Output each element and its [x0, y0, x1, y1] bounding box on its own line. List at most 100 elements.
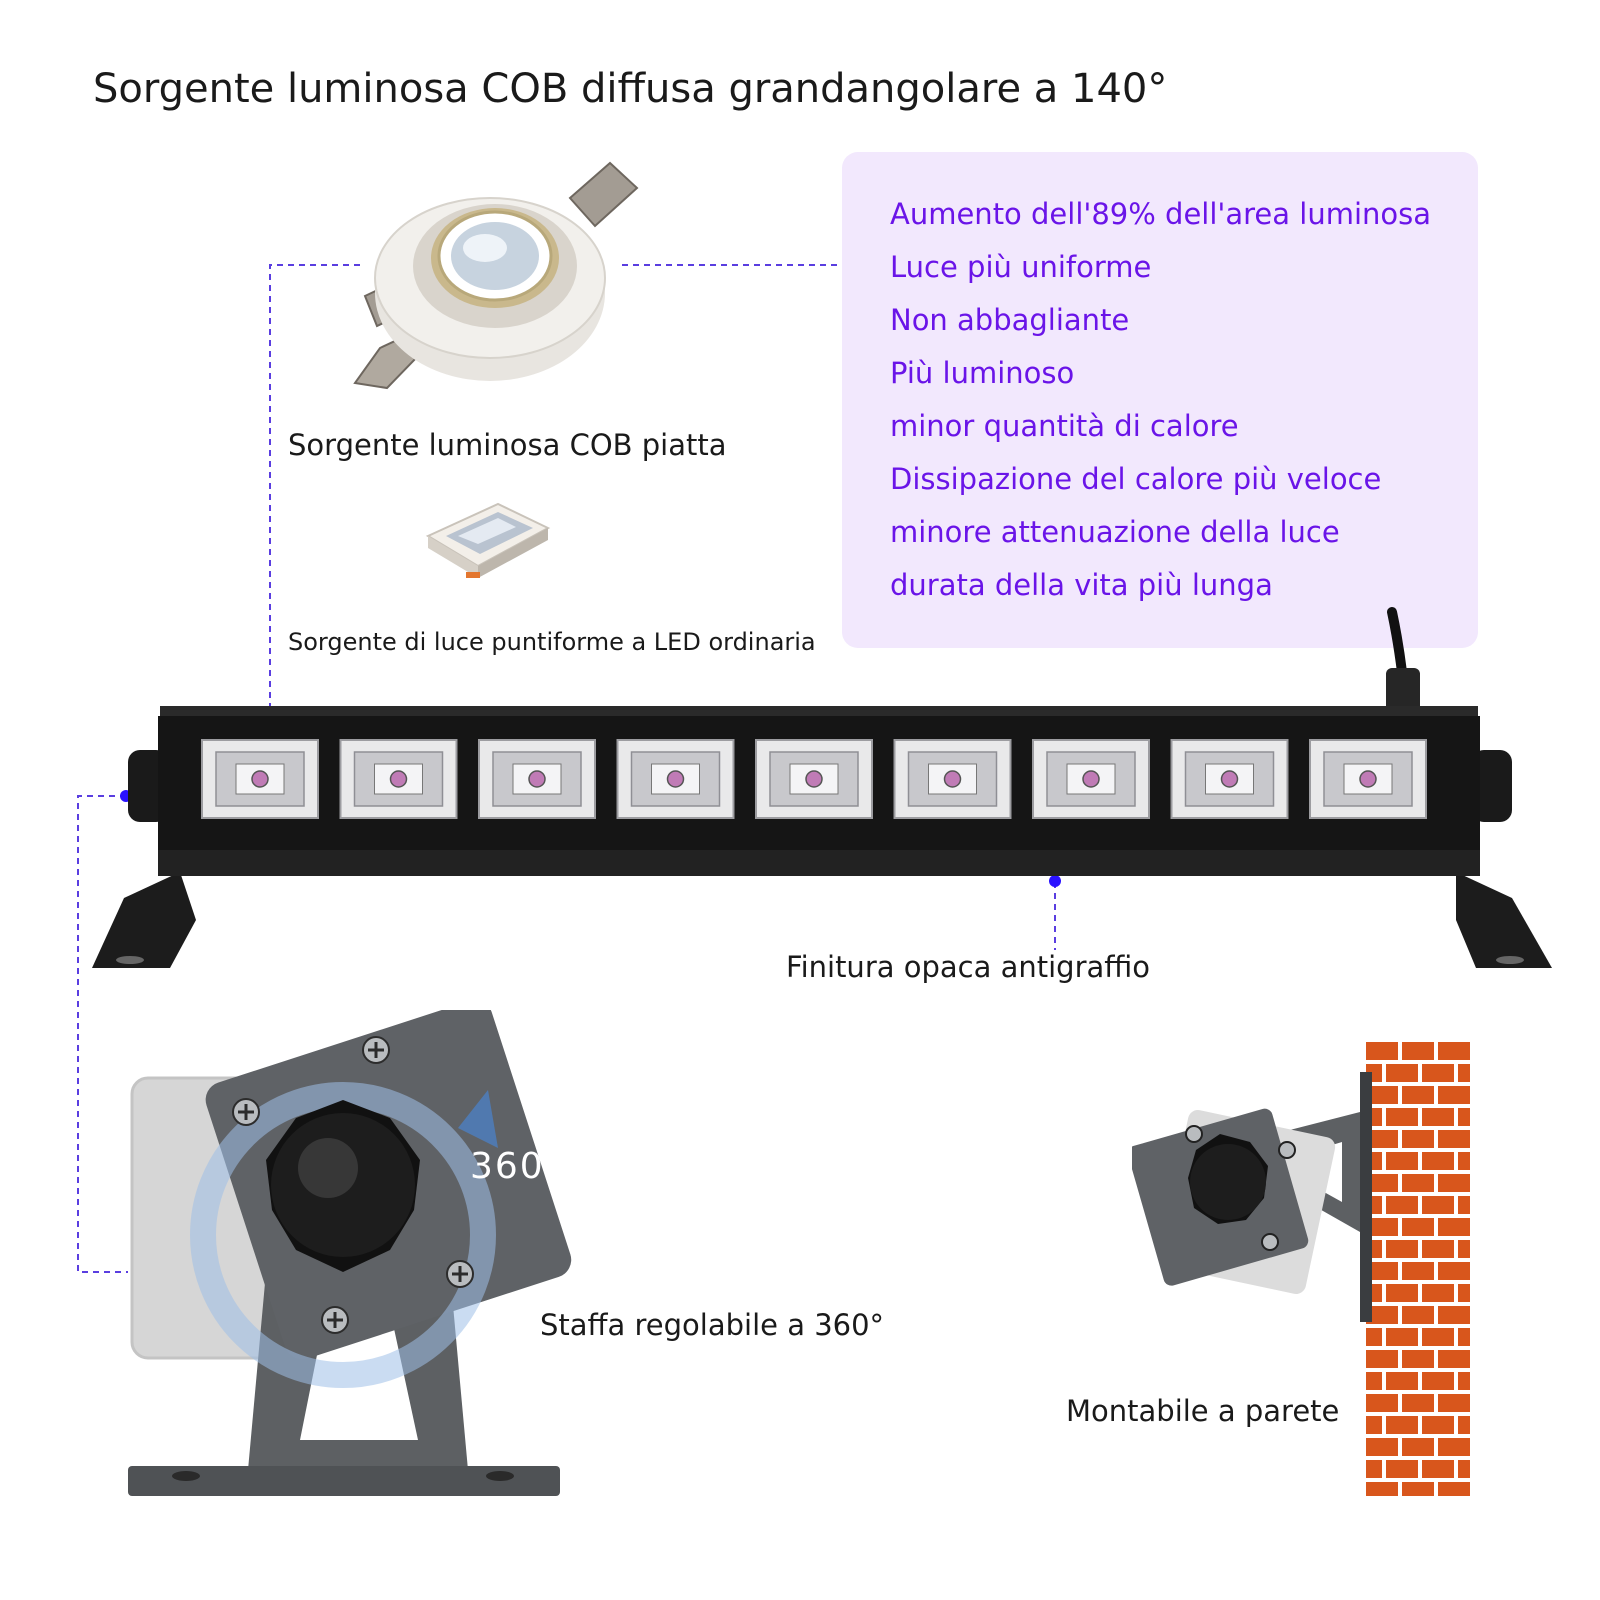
brick: [1366, 1482, 1398, 1496]
brick: [1402, 1174, 1434, 1192]
brick: [1422, 1064, 1454, 1082]
feature-item: Luce più uniforme: [890, 250, 1152, 284]
brick: [1458, 1372, 1470, 1390]
brick: [1386, 1460, 1418, 1478]
brick: [1458, 1460, 1470, 1478]
brick: [1366, 1460, 1382, 1478]
cob-chip-image: [353, 161, 639, 390]
brick: [1422, 1372, 1454, 1390]
brick: [1438, 1306, 1470, 1324]
brick: [1386, 1416, 1418, 1434]
brick: [1402, 1482, 1434, 1496]
feature-item: Aumento dell'89% dell'area luminosa: [890, 197, 1432, 231]
brick: [1458, 1328, 1470, 1346]
led-cell: [1309, 739, 1427, 819]
brick: [1402, 1394, 1434, 1412]
brick: [1386, 1152, 1418, 1170]
brick: [1366, 1262, 1398, 1280]
brick: [1438, 1130, 1470, 1148]
feature-item: minore attenuazione della luce: [890, 515, 1340, 549]
brick: [1438, 1174, 1470, 1192]
brick: [1366, 1130, 1398, 1148]
led-cell: [1170, 739, 1289, 819]
led-cell: [893, 739, 1012, 819]
brick: [1422, 1460, 1454, 1478]
led-chip-image: [425, 502, 551, 578]
brick: [1458, 1152, 1470, 1170]
brick: [1386, 1328, 1418, 1346]
brick: [1438, 1042, 1470, 1060]
brick: [1438, 1262, 1470, 1280]
brick: [1366, 1350, 1398, 1368]
brick: [1438, 1438, 1470, 1456]
bracket-image: [128, 1010, 572, 1496]
brick: [1386, 1372, 1418, 1390]
brick: [1386, 1064, 1418, 1082]
brick: [1422, 1152, 1454, 1170]
led-cell: [1032, 739, 1150, 819]
brick: [1402, 1262, 1434, 1280]
brick: [1366, 1174, 1398, 1192]
brick: [1402, 1130, 1434, 1148]
page-title: Sorgente luminosa COB diffusa grandangol…: [93, 66, 1168, 112]
brick: [1458, 1196, 1470, 1214]
cob-label: Sorgente luminosa COB piatta: [288, 428, 727, 462]
brick: [1422, 1416, 1454, 1434]
brick: [1422, 1240, 1454, 1258]
led-label: Sorgente di luce puntiforme a LED ordina…: [288, 628, 816, 656]
brick: [1366, 1306, 1398, 1324]
brick: [1366, 1328, 1382, 1346]
feature-item: minor quantità di calore: [890, 409, 1239, 443]
brick: [1438, 1086, 1470, 1104]
brick: [1458, 1064, 1470, 1082]
finish-label: Finitura opaca antigraffio: [786, 950, 1151, 984]
feature-list: Aumento dell'89% dell'area luminosa Luce…: [890, 188, 1431, 612]
led-cell: [616, 739, 735, 819]
feature-item: Più luminoso: [890, 356, 1075, 390]
led-cell: [339, 739, 458, 819]
brick: [1422, 1108, 1454, 1126]
led-cell: [755, 739, 873, 819]
brick: [1438, 1482, 1470, 1496]
brick: [1458, 1284, 1470, 1302]
brick: [1366, 1042, 1398, 1060]
brick: [1366, 1218, 1398, 1236]
brick: [1402, 1438, 1434, 1456]
wall-mount-label: Montabile a parete: [1066, 1394, 1340, 1428]
brick: [1438, 1350, 1470, 1368]
led-cell: [478, 739, 596, 819]
feature-box: Aumento dell'89% dell'area luminosa Luce…: [842, 152, 1478, 648]
feature-item: Dissipazione del calore più veloce: [890, 462, 1382, 496]
brick: [1402, 1306, 1434, 1324]
brick: [1402, 1086, 1434, 1104]
brick: [1458, 1240, 1470, 1258]
brick: [1386, 1284, 1418, 1302]
brick: [1458, 1416, 1470, 1434]
brick: [1422, 1284, 1454, 1302]
brick: [1438, 1394, 1470, 1412]
rotation-label: 360°: [470, 1146, 565, 1187]
brick: [1386, 1108, 1418, 1126]
brick: [1422, 1328, 1454, 1346]
brick: [1402, 1042, 1434, 1060]
brick: [1366, 1416, 1382, 1434]
brick: [1366, 1086, 1398, 1104]
brick: [1386, 1196, 1418, 1214]
bracket-label: Staffa regolabile a 360°: [540, 1308, 885, 1342]
brick: [1402, 1218, 1434, 1236]
led-cell: [201, 739, 319, 819]
dot-center: [1049, 875, 1061, 887]
brick: [1366, 1438, 1398, 1456]
brick: [1386, 1240, 1418, 1258]
brick: [1422, 1196, 1454, 1214]
feature-item: Non abbagliante: [890, 303, 1130, 337]
brick: [1366, 1394, 1398, 1412]
brick: [1366, 1372, 1382, 1390]
feature-item: durata della vita più lunga: [890, 568, 1273, 602]
brick: [1438, 1218, 1470, 1236]
brick: [1458, 1108, 1470, 1126]
brick: [1402, 1350, 1434, 1368]
wall-mount-image: [1132, 1042, 1470, 1496]
